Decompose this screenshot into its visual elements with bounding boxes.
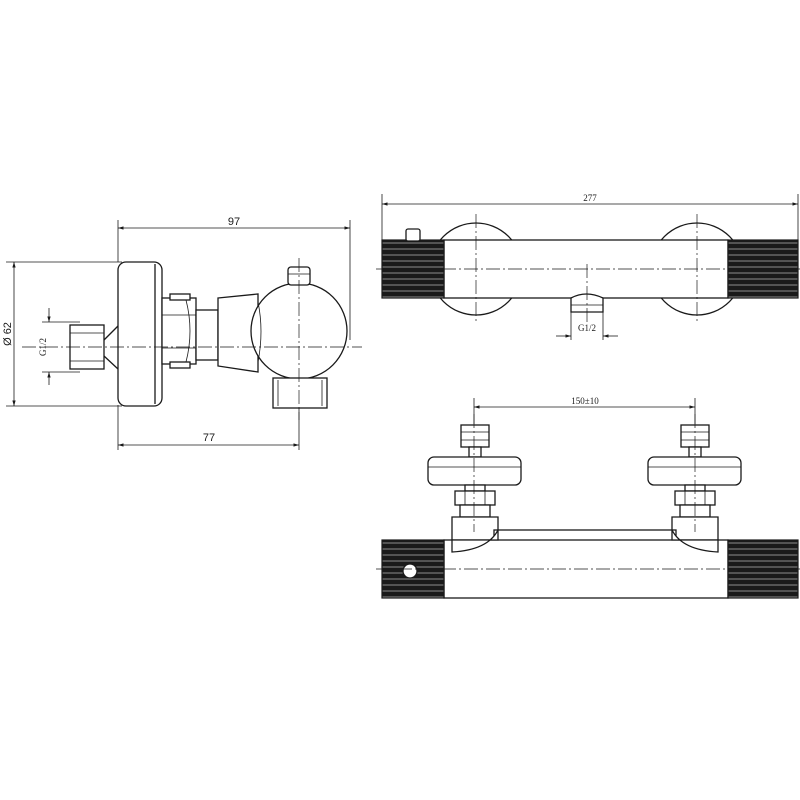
side-view: 97 77 Ø 62 G1/2 xyxy=(2,216,362,450)
dim-diameter-62: Ø 62 xyxy=(2,262,16,406)
dim-150-label: 150±10 xyxy=(571,396,599,406)
dim-g12-side-label: G1/2 xyxy=(38,338,48,356)
front-safety-button xyxy=(402,563,418,579)
dim-g12-side: G1/2 xyxy=(38,308,80,385)
dim-277-label: 277 xyxy=(583,193,597,203)
side-elbow xyxy=(217,293,259,373)
dim-77: 77 xyxy=(118,432,299,447)
dim-97: 97 xyxy=(118,216,350,230)
front-view: 150±10 xyxy=(376,396,800,599)
dim-97-label: 97 xyxy=(228,216,240,228)
side-hex-nut xyxy=(161,293,197,369)
dim-150: 150±10 xyxy=(474,396,695,409)
dim-277: 277 xyxy=(382,193,798,206)
dim-77-label: 77 xyxy=(203,432,215,444)
side-coupling xyxy=(195,309,219,361)
dim-diameter-label: Ø 62 xyxy=(2,322,14,346)
top-handle-left xyxy=(381,239,445,299)
side-inlet-connector xyxy=(69,324,119,370)
top-safety-button xyxy=(405,228,421,242)
dim-g12-top: G1/2 xyxy=(556,312,618,340)
side-outlet xyxy=(272,377,328,409)
top-view: 277 G1/2 xyxy=(376,193,800,340)
dim-g12-top-label: G1/2 xyxy=(578,323,596,333)
